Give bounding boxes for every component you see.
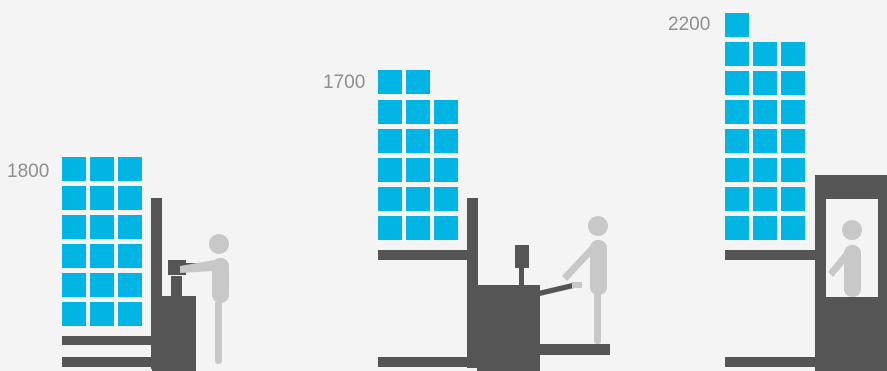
truck-cabin (725, 175, 887, 371)
scene-cabin (725, 13, 887, 371)
pallet-stack-stand-on (378, 70, 458, 240)
pallet-stack-walkie (62, 157, 142, 326)
operator-stand-on (562, 216, 608, 344)
scene-walkie (62, 157, 229, 371)
scene-stand-on (378, 70, 610, 371)
pallet-stack-cabin (725, 13, 805, 240)
